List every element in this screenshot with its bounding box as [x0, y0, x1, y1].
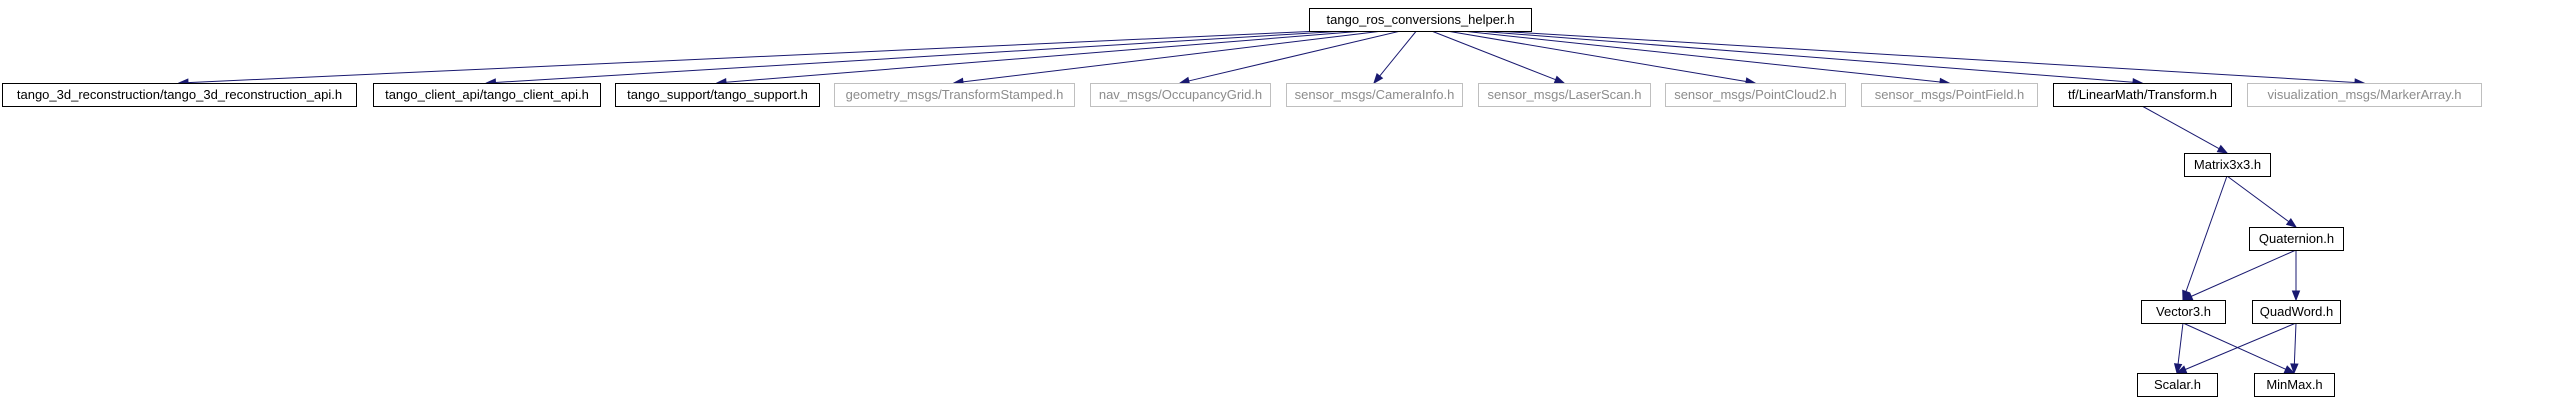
- node-box: [1861, 83, 2038, 107]
- edge-qw-to-mm: [2293, 322, 2297, 365]
- edge-root-to-n4: [962, 30, 1383, 83]
- node-box: [2252, 300, 2341, 324]
- node-sensor-msgs-camerainfo: sensor_msgs/CameraInfo.h: [1286, 83, 1463, 107]
- arrowhead-v3-to-sc: [2173, 363, 2183, 375]
- node-box: [2137, 373, 2218, 397]
- node-box: [834, 83, 1075, 107]
- node-nav-msgs-occupancygrid: nav_msgs/OccupancyGrid.h: [1090, 83, 1271, 107]
- node-visualization-msgs-markerarray: visualization_msgs/MarkerArray.h: [2247, 83, 2482, 107]
- node-vector3[interactable]: Vector3.h: [2141, 300, 2226, 324]
- node-box: [2249, 227, 2344, 251]
- node-label: sensor_msgs/CameraInfo.h: [1295, 87, 1455, 102]
- node-label: sensor_msgs/PointField.h: [1875, 87, 2025, 102]
- edge-root-to-n2: [495, 30, 1346, 83]
- node-quaternion[interactable]: Quaternion.h: [2249, 227, 2344, 251]
- node-box: [1665, 83, 1846, 107]
- node-label: Vector3.h: [2156, 304, 2211, 319]
- node-tango-ros-conversions-helper[interactable]: tango_ros_conversions_helper.h: [1309, 8, 1532, 32]
- edge-n10-to-m3: [2141, 105, 2220, 150]
- node-scalar[interactable]: Scalar.h: [2137, 373, 2218, 397]
- node-sensor-msgs-laserscan: sensor_msgs/LaserScan.h: [1478, 83, 1651, 107]
- node-minmax[interactable]: MinMax.h: [2254, 373, 2335, 397]
- edge-q-to-v3: [2191, 249, 2297, 297]
- node-sensor-msgs-pointfield: sensor_msgs/PointField.h: [1861, 83, 2038, 107]
- node-label: nav_msgs/OccupancyGrid.h: [1099, 87, 1262, 102]
- node-geometry-msgs-transformstamped: geometry_msgs/TransformStamped.h: [834, 83, 1075, 107]
- node-tango-3d-reconstruction-tango-3d-reconstruction-api[interactable]: tango_3d_reconstruction/tango_3d_reconst…: [2, 83, 357, 107]
- edge-root-to-n10: [1477, 30, 2134, 83]
- edge-root-to-n7: [1431, 30, 1556, 81]
- node-matrix3x3[interactable]: Matrix3x3.h: [2184, 153, 2271, 177]
- nodes-layer: tango_ros_conversions_helper.h tango_3d_r…: [2, 8, 2482, 397]
- node-box: [1090, 83, 1271, 107]
- arrowhead-qw-to-mm: [2290, 363, 2299, 375]
- node-label: geometry_msgs/TransformStamped.h: [846, 87, 1064, 102]
- node-box: [615, 83, 820, 107]
- arrowhead-q-to-qw: [2291, 290, 2301, 302]
- node-label: MinMax.h: [2266, 377, 2322, 392]
- arrowhead-qw-to-sc: [2175, 365, 2188, 374]
- node-label: tango_support/tango_support.h: [627, 87, 808, 102]
- node-sensor-msgs-pointcloud2: sensor_msgs/PointCloud2.h: [1665, 83, 1846, 107]
- node-box: [2, 83, 357, 107]
- edge-v3-to-sc: [2177, 322, 2184, 365]
- node-label: tango_ros_conversions_helper.h: [1327, 12, 1515, 27]
- node-label: tango_3d_reconstruction/tango_3d_reconst…: [17, 87, 342, 102]
- node-box: [373, 83, 601, 107]
- edge-m3-to-v3: [2185, 175, 2228, 292]
- node-tango-client-api-tango-client-api[interactable]: tango_client_api/tango_client_api.h: [373, 83, 601, 107]
- node-tf-linearmath-transform[interactable]: tf/LinearMath/Transform.h: [2053, 83, 2232, 107]
- node-label: sensor_msgs/PointCloud2.h: [1674, 87, 1837, 102]
- edge-root-to-n11: [1495, 30, 2356, 83]
- node-quadword[interactable]: QuadWord.h: [2252, 300, 2341, 324]
- node-label: Scalar.h: [2154, 377, 2201, 392]
- edge-root-to-n6: [1379, 30, 1417, 77]
- node-box: [1286, 83, 1463, 107]
- node-box: [1478, 83, 1651, 107]
- edge-root-to-n9: [1462, 30, 1941, 83]
- arrowhead-v3-to-mm: [2283, 365, 2296, 374]
- node-label: Matrix3x3.h: [2194, 157, 2261, 172]
- arrowhead-n10-to-m3: [2216, 144, 2229, 154]
- edge-root-to-n8: [1446, 30, 1747, 82]
- edge-root-to-n3: [725, 30, 1364, 83]
- node-box: [2184, 153, 2271, 177]
- node-box: [2247, 83, 2482, 107]
- edge-m3-to-q: [2226, 175, 2290, 223]
- arrowhead-m3-to-q: [2285, 217, 2298, 228]
- node-label: Quaternion.h: [2259, 231, 2334, 246]
- edge-root-to-n5: [1188, 30, 1401, 82]
- node-label: sensor_msgs/LaserScan.h: [1488, 87, 1642, 102]
- node-box: [1309, 8, 1532, 32]
- arrowhead-q-to-v3: [2181, 292, 2194, 301]
- edges-layer: [177, 30, 2366, 375]
- edge-root-to-n1: [187, 30, 1321, 84]
- node-box: [2053, 83, 2232, 107]
- arrowhead-root-to-n7: [1553, 75, 1566, 84]
- node-label: tango_client_api/tango_client_api.h: [385, 87, 589, 102]
- arrowhead-root-to-n6: [1373, 72, 1384, 85]
- node-label: visualization_msgs/MarkerArray.h: [2267, 87, 2461, 102]
- node-tango-support-tango-support[interactable]: tango_support/tango_support.h: [615, 83, 820, 107]
- node-box: [2141, 300, 2226, 324]
- edge-qw-to-sc: [2185, 322, 2297, 370]
- node-box: [2254, 373, 2335, 397]
- edge-v3-to-mm: [2182, 322, 2286, 370]
- node-label: QuadWord.h: [2260, 304, 2333, 319]
- node-label: tf/LinearMath/Transform.h: [2068, 87, 2217, 102]
